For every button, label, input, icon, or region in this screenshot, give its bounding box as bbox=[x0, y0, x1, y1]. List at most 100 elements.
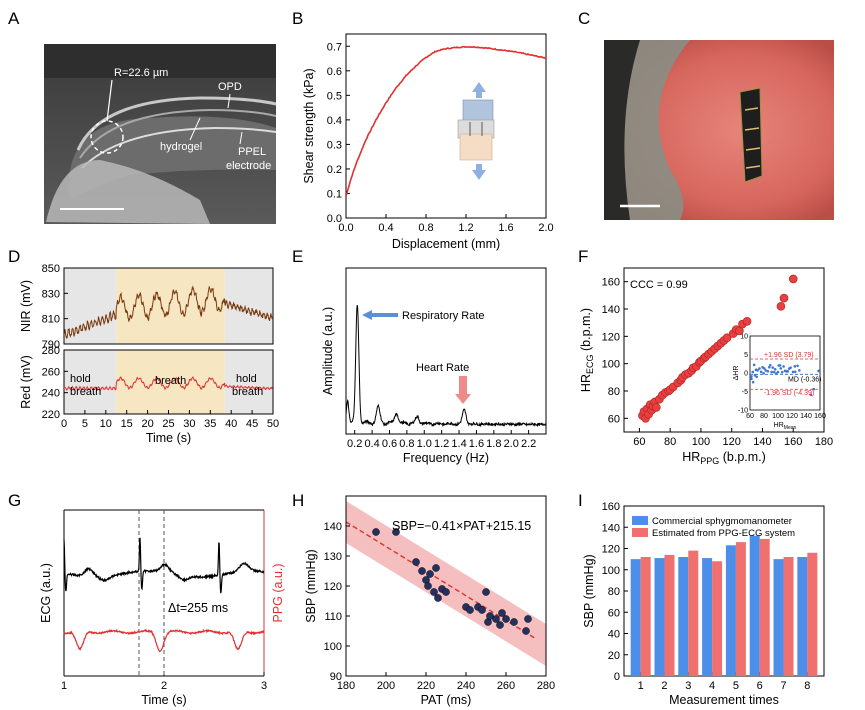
b-y-tick-label: 0.0 bbox=[327, 213, 342, 225]
i-xlabel: Measurement times bbox=[669, 693, 779, 707]
d-top-y-tick-label: 810 bbox=[42, 314, 60, 326]
panel-label-f: F bbox=[578, 247, 588, 266]
f-inset-point bbox=[793, 370, 797, 374]
axes-frame-b bbox=[345, 33, 547, 219]
ppel-label: PPEL bbox=[238, 146, 266, 158]
radius-label: R=22.6 µm bbox=[114, 67, 168, 79]
f-data-point bbox=[788, 274, 798, 284]
i-x-tick-label: 1 bbox=[638, 680, 644, 692]
sem-electrode-body bbox=[69, 116, 276, 200]
ccc-label: CCC = 0.99 bbox=[630, 279, 688, 291]
heart-rate-label: Heart Rate bbox=[416, 362, 469, 374]
upper-plate bbox=[462, 99, 494, 123]
f-inset-point bbox=[758, 367, 761, 370]
f-data-point bbox=[722, 333, 732, 343]
f-inset-point bbox=[809, 393, 813, 397]
i-y-tick-label: 120 bbox=[602, 544, 620, 556]
nir-signal-line bbox=[64, 285, 273, 339]
f-x-tick-label: 80 bbox=[664, 436, 676, 448]
up-arrow-icon bbox=[472, 82, 486, 98]
h-data-point bbox=[482, 588, 490, 596]
f-inset-x-tick-label: 60 bbox=[746, 413, 754, 420]
h-data-point bbox=[478, 606, 486, 614]
sem-ppel-layer bbox=[81, 126, 277, 169]
f-inset-point bbox=[776, 370, 780, 374]
f-inset-x-tick-label: 160 bbox=[814, 413, 826, 420]
i-bar-commercial bbox=[702, 558, 713, 676]
b-y-tick-label: 0.2 bbox=[327, 164, 342, 176]
b-x-tick-label: 1.2 bbox=[458, 222, 473, 234]
g-x-tick-label: 2 bbox=[161, 680, 167, 692]
d-x-tick-label: 35 bbox=[204, 418, 216, 430]
d-top-hold-region-left bbox=[64, 268, 117, 344]
sem-background-top bbox=[44, 44, 276, 78]
panel-label-g: G bbox=[8, 491, 21, 510]
hold-breath-right-line2: breath bbox=[232, 386, 263, 398]
f-inset-point bbox=[771, 366, 775, 369]
h-data-point bbox=[424, 582, 432, 590]
b-y-tick-label: 0.5 bbox=[327, 90, 342, 102]
i-y-tick-label: 160 bbox=[602, 501, 620, 513]
f-inset-point bbox=[751, 380, 755, 384]
electrode-label: electrode bbox=[226, 160, 271, 172]
f-y-tick-label: 160 bbox=[602, 277, 620, 289]
f-x-tick-label: 140 bbox=[753, 436, 771, 448]
g-ylabel-right: PPG (a.u.) bbox=[271, 563, 285, 622]
b-y-tick-label: 0.1 bbox=[327, 188, 342, 200]
i-bar-commercial bbox=[678, 557, 689, 676]
i-bar-estimated bbox=[783, 557, 794, 676]
d-bottom-y-tick-label: 260 bbox=[42, 366, 60, 378]
f-y-tick-label: 80 bbox=[608, 386, 620, 398]
b-y-tick-label: 0.3 bbox=[327, 139, 342, 151]
h-data-point bbox=[426, 570, 434, 578]
f-inset-point bbox=[769, 363, 772, 367]
d-x-tick-label: 10 bbox=[100, 418, 112, 430]
opd-arrow bbox=[227, 93, 231, 109]
down-arrow-icon bbox=[472, 164, 486, 180]
d-bottom-y-tick-label: 280 bbox=[42, 345, 60, 357]
g-x-tick-label: 3 bbox=[261, 680, 267, 692]
i-legend-label: Commercial sphygmomanometer bbox=[652, 516, 792, 527]
f-y-tick-label: 120 bbox=[602, 331, 620, 343]
f-inset-x-tick-label: 80 bbox=[760, 413, 768, 420]
h-data-point bbox=[466, 606, 474, 614]
shear-test-illustration bbox=[457, 82, 495, 180]
f-inset-point bbox=[766, 369, 770, 373]
i-y-tick-label: 40 bbox=[608, 629, 620, 641]
i-legend-label: Estimated from PPG-ECG system bbox=[652, 528, 795, 539]
f-inset-y-tick-label: -5 bbox=[742, 389, 748, 396]
f-y-tick-label: 60 bbox=[608, 413, 620, 425]
b-ylabel: Shear strength (kPa) bbox=[302, 68, 316, 183]
b-y-tick-label: 0.6 bbox=[327, 66, 342, 78]
f-inset-x-tick-label: 120 bbox=[786, 413, 798, 420]
spectrum-line bbox=[346, 305, 546, 428]
f-x-tick-label: 100 bbox=[692, 436, 710, 448]
f-xlabel: HRPPG (b.p.m.) bbox=[682, 450, 766, 466]
h-data-point bbox=[522, 627, 530, 635]
f-inset-x-tick-label: 140 bbox=[800, 413, 812, 420]
f-inset-point bbox=[755, 375, 758, 379]
f-inset-point bbox=[759, 370, 763, 374]
i-x-tick-label: 3 bbox=[685, 680, 691, 692]
d-x-tick-label: 20 bbox=[141, 418, 153, 430]
i-y-tick-label: 60 bbox=[608, 607, 620, 619]
h-x-tick-label: 200 bbox=[377, 680, 395, 692]
g-x-tick-label: 1 bbox=[61, 680, 67, 692]
ecg-line bbox=[63, 537, 265, 594]
f-inset-frame bbox=[749, 335, 821, 411]
radius-circle bbox=[90, 120, 124, 154]
i-bar-estimated bbox=[664, 554, 675, 676]
axes-frame-d-top bbox=[63, 267, 274, 345]
f-ylabel-part: (b.p.m.) bbox=[579, 308, 593, 355]
i-bar-estimated bbox=[807, 552, 818, 676]
h-data-point bbox=[524, 615, 532, 623]
h-x-tick-label: 240 bbox=[457, 680, 475, 692]
d-top-ylabel: NIR (mV) bbox=[19, 280, 33, 332]
f-inset-point bbox=[751, 370, 755, 374]
e-x-tick-label: 1.6 bbox=[469, 438, 484, 450]
hold-breath-left-line1: hold bbox=[70, 373, 91, 385]
